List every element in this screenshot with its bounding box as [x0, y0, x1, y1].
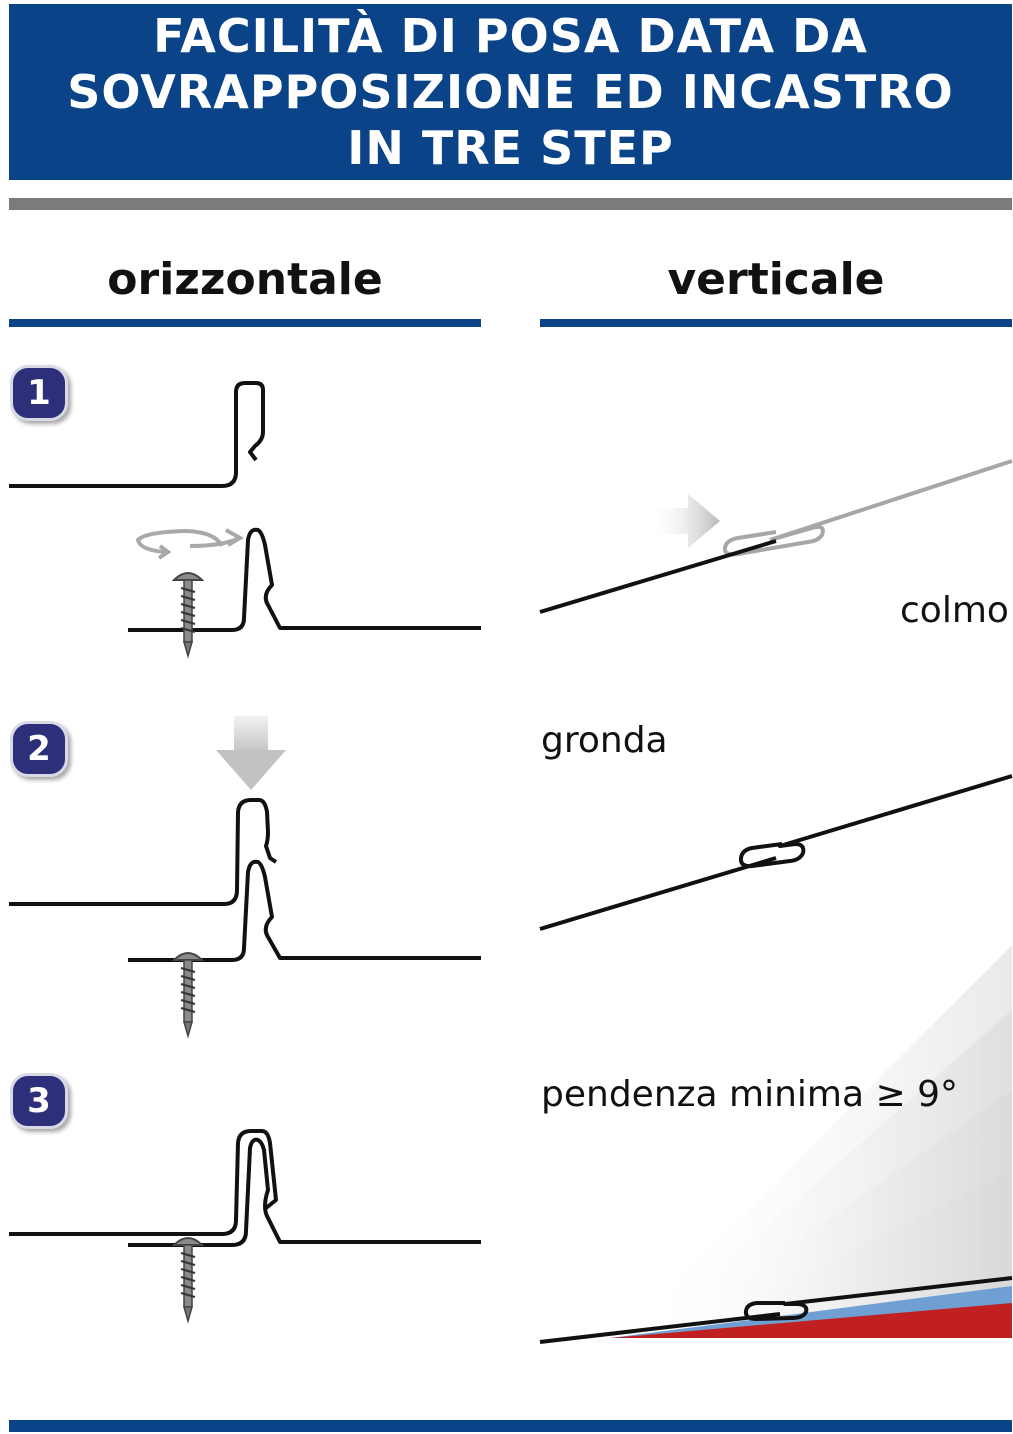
- column-title-horizontal: orizzontale: [107, 254, 383, 305]
- slope-color-wedge: [610, 1286, 1012, 1338]
- step2-upper-panel: [9, 798, 278, 906]
- vertical-step3-sheets: [539, 1276, 1013, 1344]
- down-arrow-icon: [216, 716, 286, 790]
- column-rule-left: [9, 319, 481, 327]
- vertical-step2-sheets: [539, 774, 1013, 931]
- step2-lower-panel: [128, 859, 481, 962]
- step1-lower-panel: [128, 527, 481, 632]
- screw-icon-step3: [173, 1237, 203, 1322]
- column-title-vertical: verticale: [667, 254, 885, 305]
- step1-upper-panel: [9, 381, 265, 488]
- title-line-2: SOVRAPPOSIZIONE ED INCASTRO: [67, 65, 954, 119]
- title-line-1: FACILITÀ DI POSA DATA DA: [153, 9, 868, 63]
- step-badge-1: 1: [10, 365, 68, 421]
- title-line-3: IN TRE STEP: [347, 121, 674, 175]
- step-badge-2: 2: [10, 721, 68, 777]
- label-min-slope: pendenza minima ≥ 9°: [541, 1074, 959, 1115]
- step3-joined-panels: [9, 1129, 481, 1247]
- rotation-arrows-icon: [135, 528, 244, 560]
- footer-bar: [9, 1420, 1012, 1432]
- label-colmo: colmo: [900, 590, 1009, 631]
- step-badge-3: 3: [10, 1073, 68, 1129]
- right-arrow-icon: [648, 494, 720, 548]
- label-gronda: gronda: [541, 720, 668, 761]
- screw-icon-step1: [173, 572, 203, 657]
- divider-grey: [9, 198, 1012, 210]
- title-banner: FACILITÀ DI POSA DATA DA SOVRAPPOSIZIONE…: [9, 4, 1012, 180]
- column-rule-right: [540, 319, 1012, 327]
- vertical-step1-upper-sheet: [722, 459, 1013, 557]
- slope-fan-graphic: [620, 945, 1012, 1338]
- vertical-step1-lower-sheet: [539, 539, 777, 614]
- screw-icon-step2: [173, 952, 203, 1037]
